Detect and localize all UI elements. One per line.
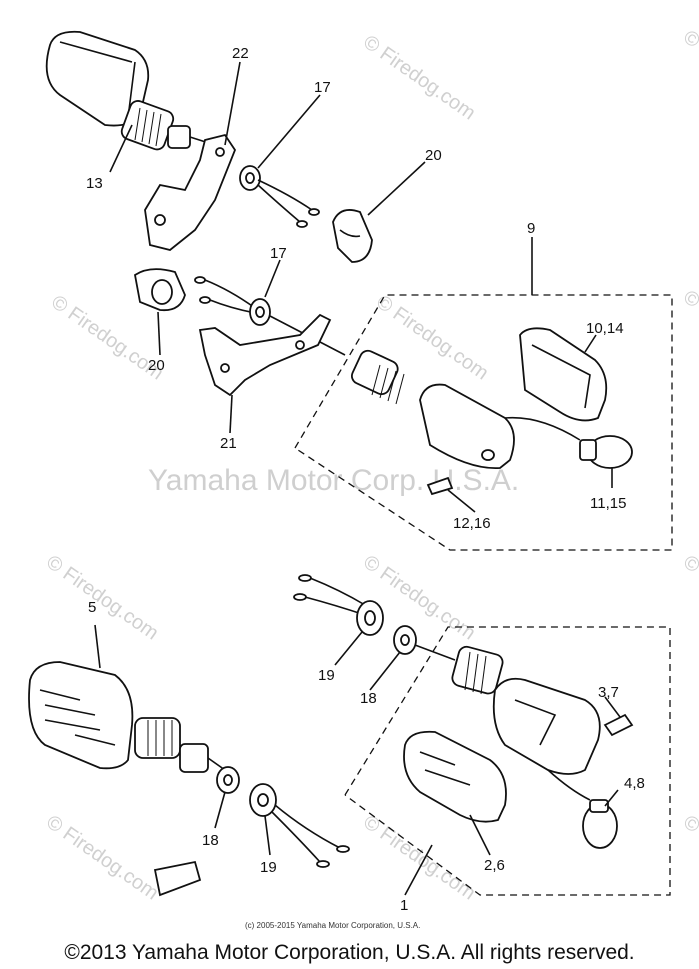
grommet-bottom-left xyxy=(216,766,350,868)
callout-17: 17 xyxy=(270,245,287,262)
callout-11-15: 11,15 xyxy=(590,495,626,512)
callout-20: 20 xyxy=(425,147,442,164)
front-direction-marker xyxy=(153,860,202,897)
bracket-lower xyxy=(198,313,332,397)
callout-3-7: 3,7 xyxy=(598,684,619,701)
turn-signal-top-left xyxy=(45,30,216,151)
small-copyright: (c) 2005-2015 Yamaha Motor Corporation, … xyxy=(245,921,420,930)
callout-numbers: 22 17 13 20 9 17 20 10,14 21 11,15 12,16… xyxy=(86,45,645,914)
callout-10-14: 10,14 xyxy=(586,320,624,337)
bracket-upper xyxy=(144,133,237,251)
turn-signal-bottom-right xyxy=(344,626,671,896)
callout-1: 1 xyxy=(400,897,408,914)
callout-21: 21 xyxy=(220,435,237,452)
leader-lines xyxy=(94,61,621,896)
watermark-brand: © Firedog.com xyxy=(359,811,479,904)
watermark-brand: © Firedog.com xyxy=(679,26,699,119)
callout-19: 19 xyxy=(260,859,277,876)
callout-4-8: 4,8 xyxy=(624,775,645,792)
watermark-brand: © Firedog.com xyxy=(679,286,699,379)
cap-middle xyxy=(134,268,186,312)
watermark-brand: © Firedog.com xyxy=(42,811,162,904)
cap-top xyxy=(332,209,373,263)
callout-5: 5 xyxy=(88,599,96,616)
grommet-top xyxy=(239,165,320,228)
watermark-brand: © Firedog.com xyxy=(679,811,699,904)
watermark-brand: © Firedog.com xyxy=(679,551,699,644)
turn-signal-bottom-left xyxy=(28,661,226,773)
grommet-bottom-right xyxy=(293,574,456,661)
callout-9: 9 xyxy=(527,220,535,237)
callout-19: 19 xyxy=(318,667,335,684)
callout-20: 20 xyxy=(148,357,165,374)
callout-13: 13 xyxy=(86,175,103,192)
callout-18: 18 xyxy=(360,690,377,707)
callout-18: 18 xyxy=(202,832,219,849)
footer-copyright: ©2013 Yamaha Motor Corporation, U.S.A. A… xyxy=(64,941,635,964)
callout-12-16: 12,16 xyxy=(453,515,491,532)
watermark-brand: © Firedog.com xyxy=(359,31,479,124)
watermark-brand: © Firedog.com xyxy=(42,551,162,644)
callout-2-6: 2,6 xyxy=(484,857,505,874)
callout-22: 22 xyxy=(232,45,249,62)
turn-signal-middle xyxy=(294,294,673,551)
watermark-center: Yamaha Motor Corp. U.S.A. xyxy=(148,464,519,497)
callout-17: 17 xyxy=(314,79,331,96)
